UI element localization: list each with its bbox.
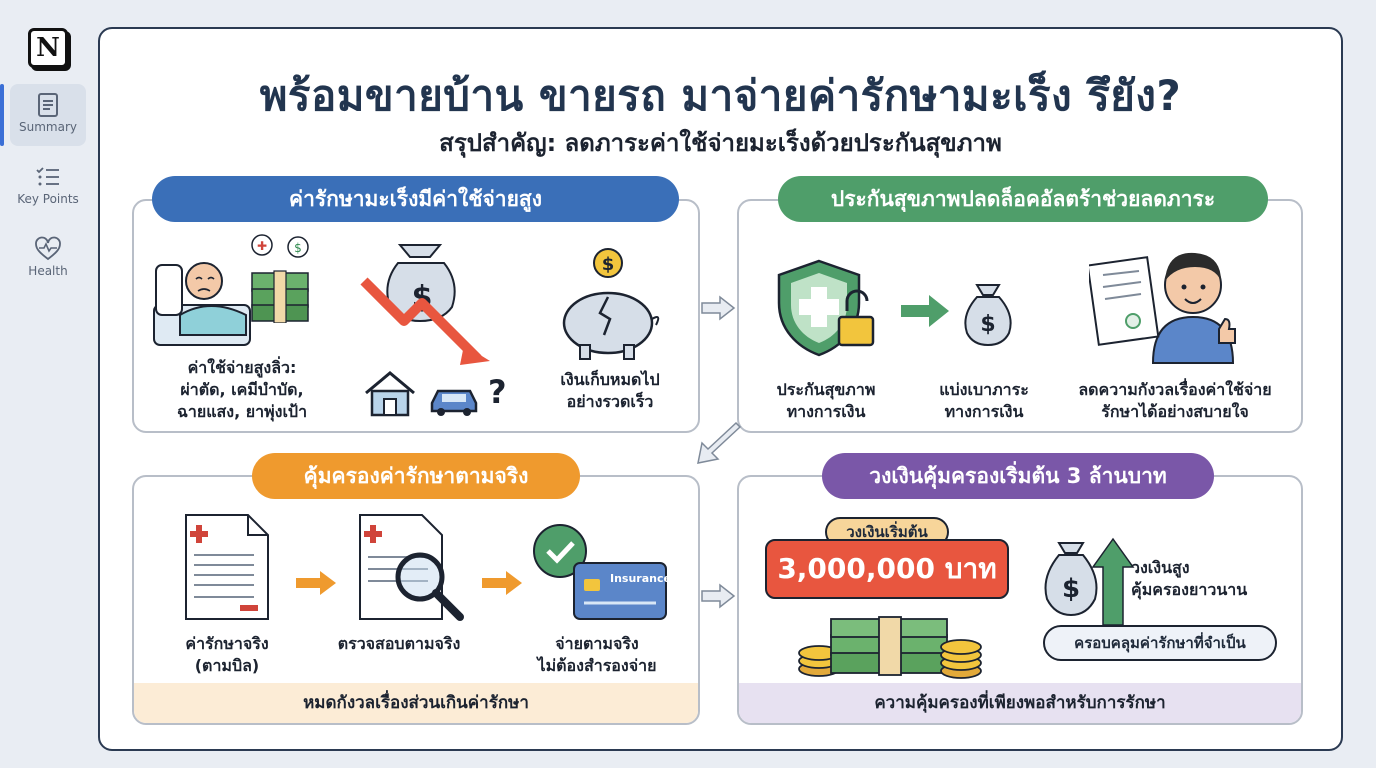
- arrow-diagonal-icon: [697, 421, 742, 464]
- shield-lock-icon: [777, 259, 875, 357]
- cost-caption-line: ผ่าตัด, เคมีบำบัด,: [180, 380, 304, 399]
- sidebar-item-label: Health: [28, 264, 68, 278]
- insurance-item-line: รักษาได้อย่างสบายใจ: [1101, 402, 1249, 421]
- cash-and-coins-icon: [798, 616, 982, 679]
- coverage-side-text: วงเงินสูง คุ้มครองยาวนาน: [1131, 557, 1281, 601]
- actual-item-line: ไม่ต้องสำรองจ่าย: [537, 656, 657, 675]
- insurance-item-line: แบ่งเบาภาระ: [939, 380, 1029, 399]
- panel-coverage-heading: วงเงินคุ้มครองเริ่มต้น 3 ล้านบาท: [822, 453, 1214, 499]
- arrow-right-icon: [482, 571, 522, 595]
- question-mark: ?: [488, 373, 507, 411]
- svg-text:$: $: [602, 254, 615, 275]
- panel-actual-cost-heading: คุ้มครองค่ารักษาตามจริง: [252, 453, 580, 499]
- panel-coverage: วงเงินเริ่มต้น 3,000,000 บาท $ วงเงินสูง…: [737, 475, 1303, 725]
- insurance-card-icon: [533, 524, 667, 620]
- sidebar-item-label: Summary: [19, 120, 77, 134]
- actual-item-1: ค่ารักษาจริง (ตามบิล): [162, 633, 292, 677]
- actual-item-line: (ตามบิล): [194, 656, 260, 675]
- cost-caption-line: ค่าใช้จ่ายสูงลิ่ว:: [187, 358, 297, 377]
- svg-text:$: $: [294, 241, 302, 255]
- page-title: พร้อมขายบ้าน ขายรถ มาจ่ายค่ารักษามะเร็ง …: [259, 71, 1182, 120]
- money-bag-icon: $: [964, 284, 1012, 347]
- panel-high-cost: ✚ $ ค่าใช้จ่ายสูงลิ่ว: ผ่าตัด, เคมีบำบัด…: [132, 199, 700, 433]
- savings-caption: เงินเก็บหมดไป อย่างรวดเร็ว: [520, 369, 700, 413]
- sidebar-item-health[interactable]: Health: [10, 228, 86, 290]
- sidebar-item-summary[interactable]: Summary: [10, 84, 86, 146]
- document-icon: [38, 93, 58, 117]
- actual-item-line: จ่ายตามจริง: [555, 634, 639, 653]
- cost-caption-line: ฉายแสง, ยาพุ่งเป้า: [176, 402, 308, 421]
- money-bag-growth-icon: $: [1044, 537, 1135, 626]
- person-with-policy-icon: [1089, 252, 1236, 364]
- patient-in-bed-icon: [153, 262, 251, 346]
- medical-bill-icon: [185, 514, 269, 620]
- broken-piggy-bank-icon: $: [562, 248, 660, 360]
- coverage-amount: 3,000,000 บาท: [765, 539, 1009, 599]
- coverage-side-line: วงเงินสูง: [1131, 558, 1190, 577]
- coverage-footer: ความคุ้มครองที่เพียงพอสำหรับการรักษา: [739, 683, 1301, 723]
- sidebar: N Summary Key Points Health: [0, 0, 96, 768]
- insurance-item-line: ประกันสุขภาพ: [776, 380, 876, 399]
- insurance-item-line: ทางการเงิน: [944, 402, 1024, 421]
- house-icon: [365, 371, 415, 417]
- savings-caption-line: อย่างรวดเร็ว: [566, 392, 654, 411]
- insurance-item-3: ลดความกังวลเรื่องค่าใช้จ่าย รักษาได้อย่า…: [1055, 379, 1295, 423]
- sidebar-item-key-points[interactable]: Key Points: [10, 156, 86, 218]
- heart-pulse-icon: [35, 236, 61, 261]
- app-logo[interactable]: N: [28, 28, 68, 68]
- arrow-right-icon: [901, 295, 949, 327]
- sidebar-item-label: Key Points: [17, 192, 79, 206]
- card-label: Insurance: [610, 572, 671, 585]
- svg-text:$: $: [1062, 574, 1080, 604]
- cost-caption: ค่าใช้จ่ายสูงลิ่ว: ผ่าตัด, เคมีบำบัด, ฉา…: [152, 357, 332, 423]
- car-icon: [430, 389, 478, 416]
- coverage-side-line: คุ้มครองยาวนาน: [1131, 580, 1248, 599]
- actual-footer: หมดกังวลเรื่องส่วนเกินค่ารักษา: [134, 683, 698, 723]
- page-subtitle: สรุปสำคัญ: ลดภาระค่าใช้จ่ายมะเร็งด้วยประ…: [439, 129, 1002, 157]
- actual-item-3: จ่ายตามจริง ไม่ต้องสำรองจ่าย: [512, 633, 682, 677]
- actual-item-2: ตรวจสอบตามจริง: [324, 633, 474, 655]
- insurance-item-1: ประกันสุขภาพ ทางการเงิน: [751, 379, 901, 423]
- infographic-canvas: พร้อมขายบ้าน ขายรถ มาจ่ายค่ารักษามะเร็ง …: [98, 27, 1343, 751]
- insurance-item-line: ทางการเงิน: [786, 402, 866, 421]
- insurance-item-2: แบ่งเบาภาระ ทางการเงิน: [909, 379, 1059, 423]
- actual-item-line: ค่ารักษาจริง: [185, 634, 269, 653]
- cash-stack-icon: ✚ $: [251, 234, 309, 323]
- panel-insurance-heading: ประกันสุขภาพปลดล็อคอัลตร้าช่วยลดภาระ: [778, 176, 1268, 222]
- savings-caption-line: เงินเก็บหมดไป: [560, 370, 660, 389]
- coverage-chip: ครอบคลุมค่ารักษาที่จำเป็น: [1043, 625, 1277, 661]
- checklist-icon: [36, 167, 59, 186]
- actual-item-line: ตรวจสอบตามจริง: [337, 634, 461, 653]
- svg-text:✚: ✚: [257, 239, 267, 253]
- arrow-right-icon: [701, 583, 736, 609]
- arrow-right-icon: [296, 571, 336, 595]
- panel-actual-cost: Insurance ค่ารักษาจริง (ตามบิล) ตรวจสอบต…: [132, 475, 700, 725]
- active-indicator: [0, 84, 4, 146]
- money-falling-icon: $: [360, 244, 490, 365]
- panel-high-cost-heading: ค่ารักษามะเร็งมีค่าใช้จ่ายสูง: [152, 176, 679, 222]
- panel-insurance: $ ประกันสุขภาพ ทางการเงิน แบ่งเบาภา: [737, 199, 1303, 433]
- insurance-item-line: ลดความกังวลเรื่องค่าใช้จ่าย: [1078, 380, 1272, 399]
- bill-magnifier-icon: [359, 514, 464, 621]
- arrow-right-icon: [701, 295, 736, 321]
- svg-text:$: $: [980, 312, 995, 337]
